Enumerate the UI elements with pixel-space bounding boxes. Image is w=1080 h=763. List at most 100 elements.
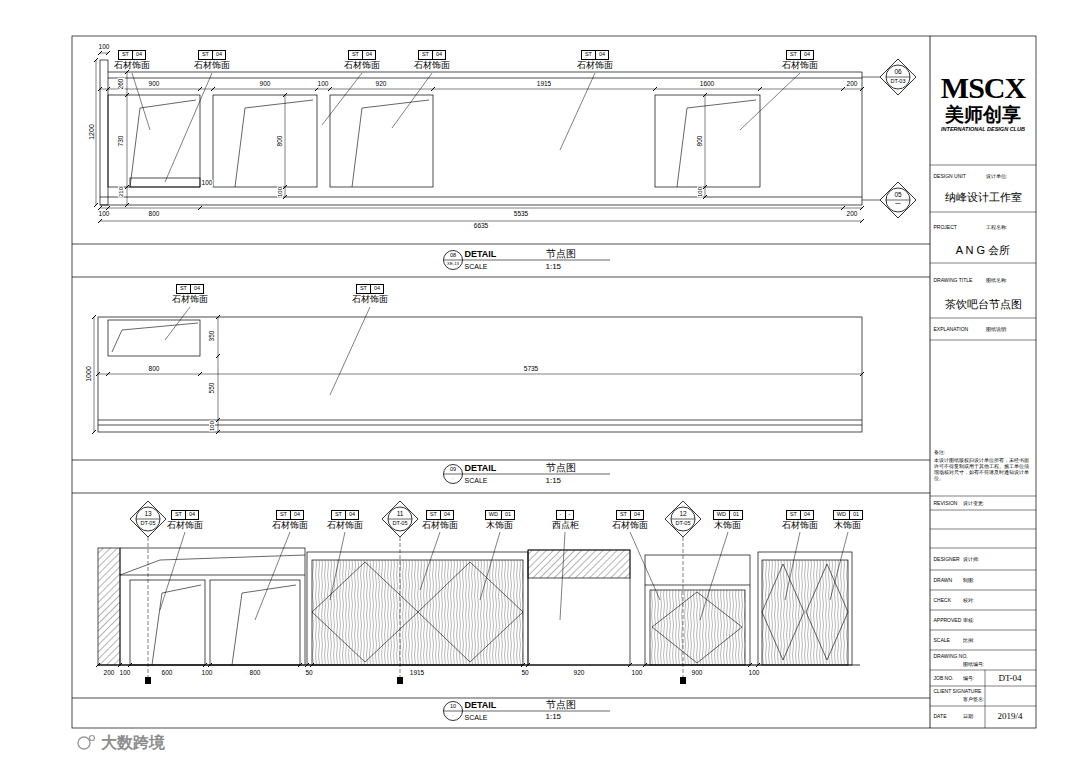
marker-diamond	[880, 182, 916, 218]
tag-number: -	[566, 511, 574, 519]
diamond-inlay	[418, 562, 523, 662]
dimension-tick	[198, 372, 202, 376]
material-name: 石材饰面	[172, 295, 208, 304]
detail-heading: 节点图	[545, 249, 576, 259]
leader-line	[330, 532, 345, 600]
dimension-tick	[860, 87, 864, 91]
dimension-tick	[748, 663, 752, 667]
material-name: 木饰面	[486, 521, 513, 530]
detail-heading: SCALE	[464, 263, 488, 270]
title-block-row	[930, 670, 1036, 671]
floor-line	[98, 665, 860, 666]
dimension-text: 200	[846, 81, 858, 88]
dimension-text: 100	[317, 81, 329, 88]
tag-box: --	[556, 510, 575, 520]
leader-line	[392, 73, 432, 128]
detail-callout: 10-	[443, 701, 463, 721]
tag-box: ST04	[348, 50, 376, 60]
marker-number: 12	[679, 511, 686, 518]
dimension-text: 100	[748, 670, 760, 677]
title-block-text: 图纸编号:	[962, 662, 984, 667]
section-line	[148, 537, 149, 677]
title-underline	[462, 474, 610, 475]
dimension-tick	[310, 663, 314, 667]
dimension-tick	[106, 51, 110, 55]
dimension-text: 100	[98, 44, 110, 51]
tag-box: WD01	[485, 510, 515, 520]
section-mark	[397, 677, 403, 684]
dimension-text: 900	[691, 670, 703, 677]
reflection-line	[112, 323, 198, 352]
wood-cabinet	[645, 555, 750, 665]
marker-circle	[444, 702, 463, 721]
dimension-text: 5535	[513, 211, 528, 218]
title-underline	[462, 260, 610, 261]
material-tag: ST04石材饰面	[327, 510, 363, 530]
dimension-tick	[118, 663, 122, 667]
marker-line	[862, 77, 880, 78]
dimension-tick	[758, 87, 762, 91]
wood-cabinet	[758, 552, 852, 665]
material-tag: ST04石材饰面	[272, 510, 308, 530]
reflection-line	[235, 100, 313, 187]
dimension-tick	[203, 663, 207, 667]
drawing-line	[108, 72, 862, 73]
dimension-line	[100, 208, 862, 209]
dimension-tick	[860, 206, 864, 210]
leader-line	[560, 532, 565, 620]
drawing-line	[100, 197, 862, 198]
dimension-text: 50	[521, 670, 529, 677]
title-block-text: 图纸名称:	[985, 278, 1007, 283]
tag-number: 04	[363, 51, 375, 59]
marker-divider	[886, 200, 910, 201]
dimension-text: 5735	[523, 366, 538, 373]
tag-box: ST04	[426, 510, 454, 520]
title-block-text: EXPLANATION	[933, 327, 969, 332]
marker-number: 13	[144, 511, 151, 518]
dimension-line	[285, 95, 286, 197]
dimension-tick	[98, 219, 102, 223]
drawing-line	[645, 585, 750, 586]
dimension-text: 800	[148, 211, 160, 218]
dimension-text: 800	[148, 366, 160, 373]
marker-number: 08	[450, 253, 456, 259]
tag-box: ST04	[176, 284, 204, 294]
title-block-text: 设计变更:	[962, 501, 984, 506]
drawing-line	[108, 78, 862, 79]
tag-code: ST	[787, 51, 801, 59]
dimension-text: 6635	[473, 223, 488, 230]
title-block-divider	[930, 36, 931, 728]
title-block-text: 茶饮吧台节点图	[944, 299, 1022, 310]
title-block-text: 纳峰设计工作室	[944, 192, 1022, 203]
tag-code: ST	[787, 511, 801, 519]
section-marker: 05一	[880, 182, 916, 218]
tag-number: 01	[850, 511, 862, 519]
tag-number: 04	[596, 51, 608, 59]
dimension-tick	[96, 372, 100, 376]
material-name: 西点柜	[552, 521, 579, 530]
dimension-tick	[521, 663, 525, 667]
material-tag: ST04石材饰面	[782, 510, 818, 530]
dimension-tick	[431, 87, 435, 91]
dimension-tick	[841, 206, 845, 210]
marker-outline	[880, 182, 916, 218]
marker-sheet: DT-05	[141, 521, 156, 527]
dimension-tick	[211, 87, 215, 91]
tag-number: 04	[346, 511, 358, 519]
watermark-icon	[78, 737, 90, 749]
title-block-text: 日期:	[962, 714, 974, 719]
title-block-text: JOB NO.	[933, 676, 954, 681]
pastry-cabinet	[528, 550, 630, 665]
marker-sheet: DT-05	[676, 521, 691, 527]
diamond-inlay	[806, 564, 848, 660]
material-tag: ST04石材饰面	[782, 50, 818, 70]
material-name: 木饰面	[834, 521, 861, 530]
dimension-tick	[653, 87, 657, 91]
title-block-row	[930, 650, 1036, 651]
side-post	[100, 60, 108, 205]
leader-line	[480, 532, 500, 600]
dimension-tick	[298, 663, 302, 667]
tag-code: ST	[419, 51, 433, 59]
